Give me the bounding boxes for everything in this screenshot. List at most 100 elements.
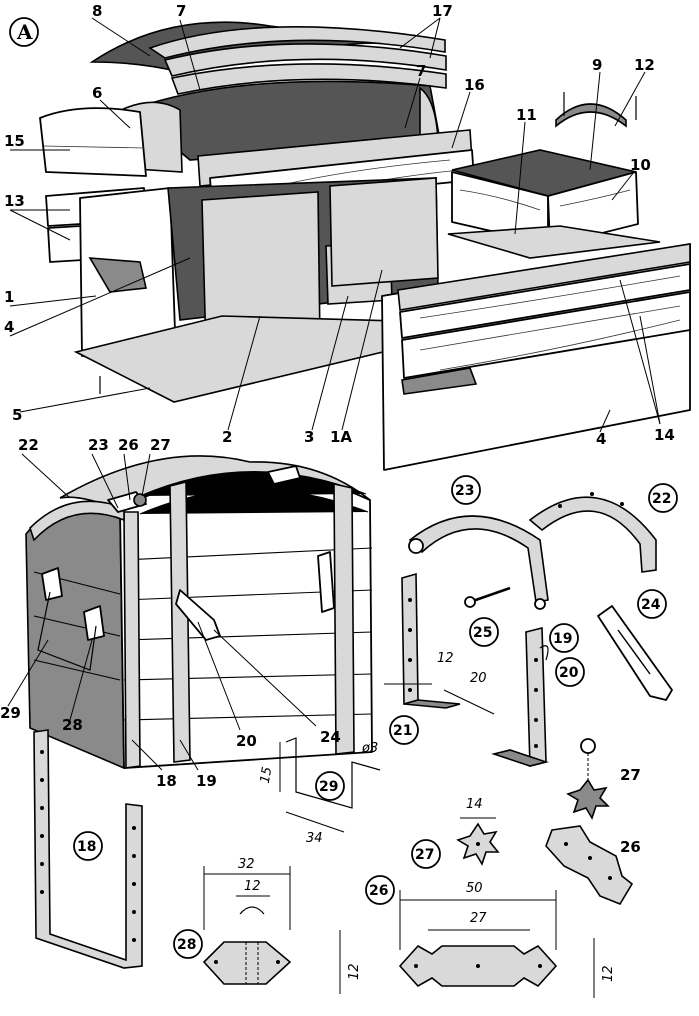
- leaders-chest: [7, 453, 317, 771]
- lid-slat-1: [148, 25, 446, 59]
- dim-plate28-height: 12: [347, 963, 362, 980]
- detail-26: 50 27 12 26: [365, 875, 616, 998]
- u-strap-18: [33, 729, 143, 969]
- detail-26-plate: 26: [545, 825, 641, 905]
- lid-slat-3: [170, 63, 447, 95]
- tray-bottom: [447, 225, 661, 259]
- label-part-22: 22: [18, 436, 39, 454]
- dim-plate26-inner: 27: [470, 911, 487, 926]
- detail-24: 24: [597, 589, 673, 701]
- curved-strap-23: [408, 515, 549, 603]
- detail-27-star: 14 27: [411, 797, 500, 869]
- label-detail-20: 20: [559, 665, 579, 681]
- label-detail-27a: 27: [620, 766, 641, 784]
- dim-plate26-width: 50: [466, 881, 483, 896]
- label-part-12: 12: [634, 56, 655, 74]
- label-part-1: 1: [4, 288, 14, 306]
- curved-strap-22: [528, 496, 657, 573]
- label-part-5: 5: [12, 406, 22, 424]
- detail-29-handle: 15 34 ø3 29: [258, 737, 381, 846]
- figure-marker: A: [9, 17, 39, 47]
- angle-bracket-19-foot: [491, 749, 549, 767]
- dim-handle-diameter: ø3: [361, 741, 378, 756]
- chest-strap-18: [123, 511, 141, 769]
- front-slat-14a: [397, 243, 691, 311]
- svg-text:A: A: [16, 20, 33, 44]
- detail-18: 18: [33, 729, 143, 969]
- label-part-4a: 4: [4, 318, 14, 336]
- label-part-27: 27: [150, 436, 171, 454]
- label-part-1a: 1A: [330, 428, 352, 446]
- front-slat-14b: [399, 263, 691, 339]
- label-part-14: 14: [654, 426, 675, 444]
- label-part-24: 24: [320, 728, 341, 746]
- label-part-16: 16: [464, 76, 485, 94]
- label-part-3: 3: [304, 428, 314, 446]
- label-part-7b: 7: [416, 62, 426, 80]
- detail-28: 32 12 12 28: [173, 857, 362, 994]
- handle-29: [285, 737, 381, 809]
- staple-20: [539, 645, 549, 661]
- label-detail-23: 23: [455, 483, 474, 499]
- detail-21: 12 20 21: [384, 572, 495, 745]
- label-part-8: 8: [92, 2, 102, 20]
- label-detail-18: 18: [77, 839, 96, 855]
- chest-rosette-27: [133, 493, 147, 507]
- label-detail-24: 24: [641, 597, 661, 613]
- front-cutout: [401, 367, 478, 395]
- label-part-4b: 4: [596, 430, 606, 448]
- dim-plate28-width: 32: [238, 857, 255, 872]
- label-detail-26-part: 26: [620, 838, 641, 856]
- label-part-19: 19: [196, 772, 217, 790]
- label-part-13: 13: [4, 192, 25, 210]
- label-detail-29: 29: [319, 779, 338, 795]
- bracket-21-foot: [403, 699, 461, 709]
- label-part-23: 23: [88, 436, 109, 454]
- lid-slat-2: [163, 43, 447, 77]
- chest-handle-plate-top: [41, 567, 63, 601]
- chest-hasp-24: [175, 589, 221, 641]
- chest-hasp-right: [317, 551, 335, 613]
- assembled-chest: [25, 455, 373, 770]
- chest-handle-plate-28: [83, 605, 105, 641]
- label-part-18: 18: [156, 772, 177, 790]
- label-part-10: 10: [630, 156, 651, 174]
- label-part-15: 15: [4, 132, 25, 150]
- label-part-17: 17: [432, 2, 453, 20]
- detail-25: 25: [464, 586, 511, 647]
- label-part-2: 2: [222, 428, 232, 446]
- chest-strap-right: [333, 483, 355, 755]
- label-part-28: 28: [62, 716, 83, 734]
- front-slat-14c: [401, 291, 691, 379]
- detail-23: 23: [408, 475, 549, 610]
- chest-corner-right: [267, 465, 301, 485]
- dim-handle-width: 34: [306, 831, 323, 846]
- detail-27-rosette: 27: [566, 738, 641, 820]
- detail-19: 19 20: [491, 623, 585, 768]
- label-detail-22: 22: [652, 491, 671, 507]
- label-part-29: 29: [0, 704, 21, 722]
- label-part-7: 7: [176, 2, 186, 20]
- label-detail-19: 19: [553, 631, 572, 647]
- leaders-top: [9, 17, 661, 433]
- dim-plate28-inner: 12: [244, 879, 261, 894]
- partition-1a: [329, 177, 439, 287]
- dim-handle-height: 15: [258, 766, 276, 785]
- dim-bracket-width: 12: [437, 651, 454, 666]
- lid-side-15: [39, 107, 147, 177]
- label-part-9: 9: [592, 56, 602, 74]
- tray-handle-12: [555, 103, 627, 128]
- detail-22: 22: [528, 483, 678, 573]
- exploded-view: [39, 21, 691, 471]
- label-detail-25: 25: [473, 625, 492, 641]
- plate-28: [202, 941, 292, 985]
- corner-plate-26: [545, 825, 634, 905]
- chest-strap-22: [29, 500, 125, 542]
- label-part-11: 11: [516, 106, 537, 124]
- label-detail-27b: 27: [415, 847, 434, 863]
- dim-star: 14: [466, 797, 483, 812]
- label-part-20: 20: [236, 732, 257, 750]
- label-detail-21: 21: [393, 723, 412, 739]
